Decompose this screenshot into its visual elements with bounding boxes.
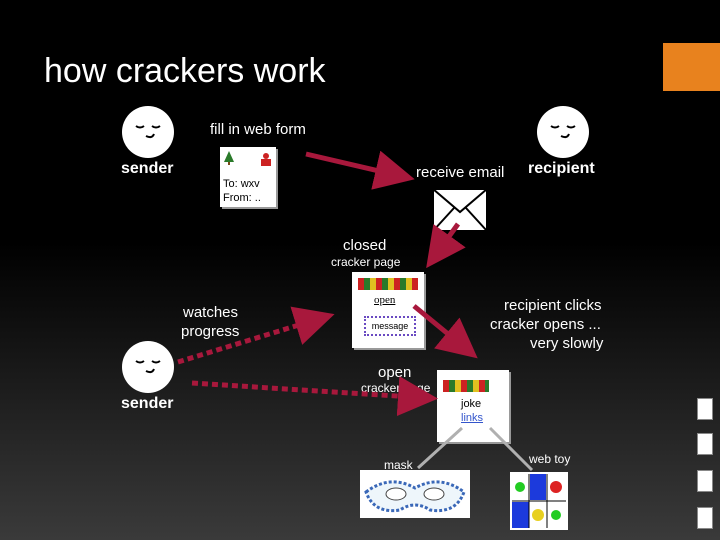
santa-icon (260, 152, 272, 166)
form-from-line: From: .. (223, 192, 261, 204)
arrow-closed-to-open (412, 304, 478, 359)
links-link[interactable]: links (461, 412, 484, 424)
document-icon-3[interactable] (697, 470, 713, 492)
connector-to-web-toy (488, 426, 534, 472)
closed-page-label: cracker page (331, 255, 401, 269)
receive-email-label: receive email (416, 164, 505, 181)
sender-face-icon (122, 106, 174, 158)
clicks-label-1: recipient clicks (504, 297, 602, 314)
slide-title: how crackers work (44, 52, 326, 90)
clicks-label-3: very slowly (530, 335, 604, 352)
dashed-arrow-watch-closed (177, 306, 335, 365)
recipient-face-icon (537, 106, 589, 158)
decor-strip-icon (358, 278, 418, 290)
arrow-form-to-email (305, 150, 415, 190)
mask-label: mask (384, 458, 413, 472)
arrow-email-to-closed (426, 222, 466, 269)
web-toy-image (510, 472, 568, 530)
watches-label-1: watches (183, 304, 239, 321)
message-box: message (364, 316, 416, 336)
closed-label: closed (343, 237, 387, 254)
document-icon-2[interactable] (697, 433, 713, 455)
connector-to-mask (416, 426, 464, 470)
watches-label-2: progress (181, 323, 240, 340)
document-icon-4[interactable] (697, 507, 713, 529)
web-form-card: To: wxv From: .. (220, 147, 276, 207)
joke-text: joke (461, 398, 482, 410)
document-icon-1[interactable] (697, 398, 713, 420)
accent-block (663, 43, 720, 91)
open-link[interactable]: open (374, 294, 396, 306)
sender-label-bottom: sender (121, 395, 174, 412)
open-cracker-card: joke links (437, 370, 509, 442)
recipient-label: recipient (528, 160, 595, 177)
dashed-arrow-watch-open (191, 376, 438, 417)
envelope-icon (432, 188, 488, 232)
sender-label-top: sender (121, 160, 174, 177)
clicks-label-2: cracker opens ... (490, 316, 601, 333)
form-to-line: To: wxv (223, 178, 260, 190)
mask-image (360, 470, 470, 518)
fill-form-label: fill in web form (210, 121, 306, 138)
tree-icon (224, 151, 234, 165)
sender-face-bottom-icon (122, 341, 174, 393)
closed-cracker-card: open message (352, 272, 424, 348)
decor-strip-open-icon (443, 380, 489, 392)
web-toy-label: web toy (529, 452, 571, 466)
